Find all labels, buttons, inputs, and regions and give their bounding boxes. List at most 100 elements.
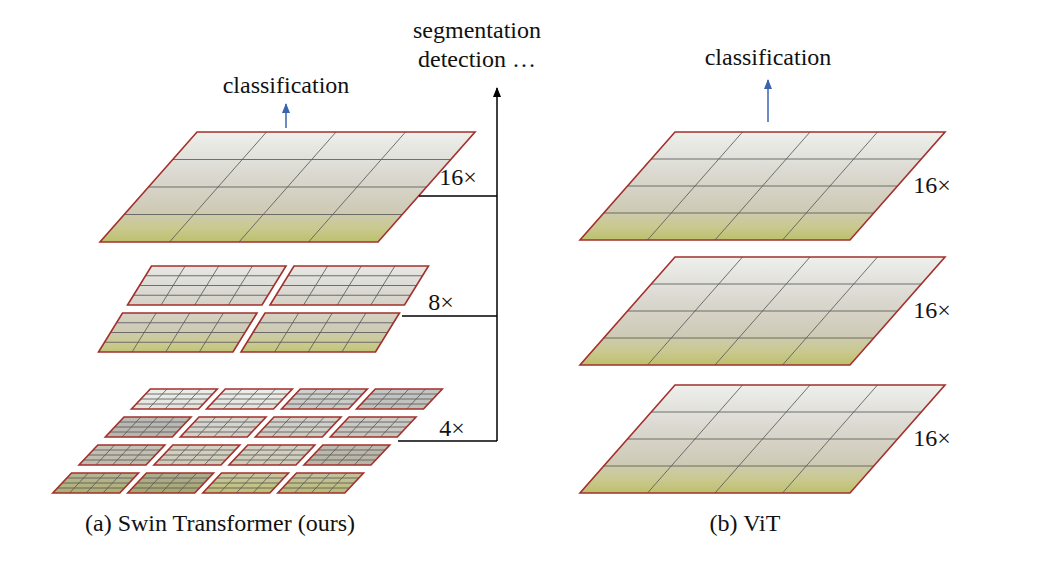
window-outline [229,445,315,465]
patch-line [212,483,279,484]
window-fill [132,389,218,409]
classification-arrow [767,80,769,122]
patch-line [141,399,208,400]
window-fill [128,266,287,305]
window-outline [580,257,945,365]
window-outline [357,389,443,409]
feature-map [580,257,945,365]
window-shade [180,417,266,437]
patch-line [216,399,283,400]
patch-line [257,389,276,409]
patch-line [628,186,898,187]
window-fill [180,417,266,437]
arrows [286,80,768,441]
scale-label: 4× [439,414,465,443]
patch-line [221,394,288,395]
window-outline [132,389,218,409]
patch-line [265,427,332,428]
patch-line [62,483,129,484]
feature-map [99,266,429,352]
patch-line [103,473,122,493]
patch-line [313,455,380,456]
patch-line [146,275,281,276]
patch-line [199,313,223,352]
patch-line [366,399,433,400]
patch-line [190,427,257,428]
scale-label: 16× [913,296,951,325]
patch-line [156,417,175,437]
patch-line [168,450,235,451]
window-outline [255,417,341,437]
window-fill [128,473,214,493]
task-arrow [496,88,498,441]
patch-line [142,478,209,479]
window-shade [357,389,443,409]
patch-line [119,422,186,423]
patch-line [354,445,373,465]
window-outline [203,473,289,493]
window-shade [105,417,191,437]
window-shade [53,473,139,493]
patch-line [67,478,134,479]
window-outline [105,417,191,437]
window-fill [580,385,945,493]
window-shade [79,445,165,465]
window-fill [304,445,390,465]
patch-line [344,422,411,423]
window-outline [282,389,368,409]
patch-line [182,389,201,409]
window-fill [203,473,289,493]
window-outline [180,417,266,437]
patch-line [279,445,298,465]
window-outline [207,389,293,409]
window-outline [154,445,240,465]
patch-line [291,399,358,400]
patch-line [371,266,395,305]
patch-line [292,478,359,479]
patch-line [117,322,252,323]
patch-line [243,450,310,451]
window-fill [105,417,191,437]
scale-label: 16× [439,163,477,192]
patch-line [163,455,230,456]
patch-line [173,159,451,160]
patch-line [129,445,148,465]
classification-arrow [285,104,287,128]
window-shade [203,473,289,493]
window-shade [282,389,368,409]
window-outline [278,473,364,493]
window-outline [128,266,287,305]
patch-line [332,389,351,409]
patch-line [309,132,406,242]
patch-line [288,275,423,276]
patch-line [137,483,204,484]
branch-line [402,315,497,317]
scale-label: 8× [428,288,454,317]
feature-map [53,389,443,493]
window-shade [304,445,390,465]
window-fill [580,132,945,240]
window-outline [100,132,475,242]
window-fill [229,445,315,465]
window-shade [128,266,287,305]
patch-line [628,439,898,440]
window-fill [53,473,139,493]
patch-line [651,412,921,413]
branch-line [419,195,497,197]
patch-line [342,313,366,352]
scale-label: 16× [913,424,951,453]
patch-line [194,422,261,423]
window-shade [255,417,341,437]
patch-line [259,322,394,323]
patch-line [231,417,250,437]
patch-line [328,473,347,493]
window-fill [282,389,368,409]
window-outline [241,313,400,352]
patch-line [253,332,388,333]
window-fill [99,313,258,352]
patch-line [318,450,385,451]
patch-line [238,455,305,456]
patch-line [228,266,252,305]
task-label: segmentation detection … [392,16,562,74]
